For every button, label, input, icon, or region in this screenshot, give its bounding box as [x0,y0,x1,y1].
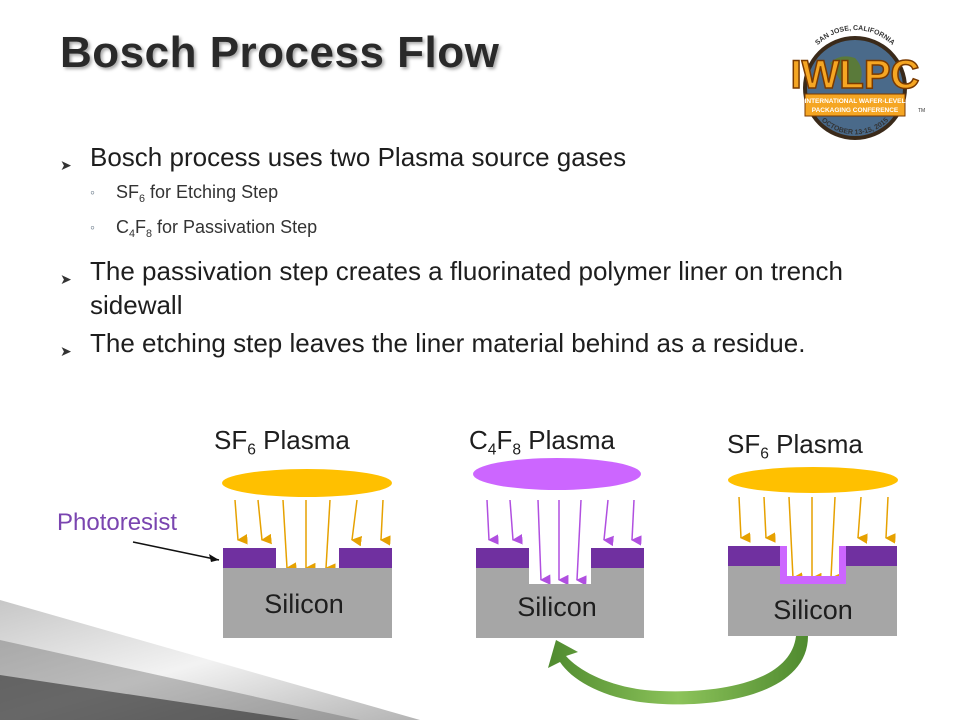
sub-bullet-circle-icon: ◦ [90,218,95,235]
plasma-ellipse [728,467,898,493]
bullet-text: The passivation step creates a fluorinat… [90,255,843,320]
photoresist-right [846,546,897,566]
silicon-label: Silicon [264,589,344,619]
logo-banner-line1: INTERNATIONAL WAFER-LEVEL [805,98,906,105]
decorative-corner-stripes [0,600,420,720]
plasma-ellipse [473,458,641,490]
slide-title: Bosch Process Flow [60,28,500,77]
plasma-label: C4F8 Plasma [469,425,615,459]
sub-bullet-text: for Passivation Step [152,216,318,237]
polymer-liner [780,546,846,584]
bullet-text: The etching step leaves the liner materi… [90,327,806,358]
gas-formula: SF [116,182,140,202]
photoresist-left [476,548,529,568]
photoresist-label: Photoresist [57,509,178,536]
silicon-label: Silicon [517,592,597,622]
ion-arrows [234,499,391,574]
plasma-label: SF6 Plasma [727,429,863,463]
plasma-ellipse [222,469,392,497]
cycle-repeat-arrow [548,636,808,705]
logo-main-text: IWLPC [791,53,920,97]
gas-formula-f: F [135,216,147,237]
gas-subscript-f: 8 [146,227,153,240]
bullet-text: Bosch process uses two Plasma source gas… [90,142,627,172]
sub-bullet-item: ◦ C4F8 for Passivation Step [60,213,880,248]
silicon-substrate [728,566,897,636]
bullet-arrow-icon: ➤ [60,157,72,173]
silicon-label: Silicon [773,595,853,625]
silicon-substrate [223,568,392,638]
logo-banner [804,93,906,117]
logo-tm: TM [918,108,925,114]
photoresist-right [339,548,392,568]
bullet-list: ➤ Bosch process uses two Plasma source g… [60,140,880,364]
stage-2-passivation [473,458,644,638]
bullet-arrow-icon: ➤ [60,270,72,287]
bullet-item: ➤ The passivation step creates a fluorin… [60,254,880,322]
bullet-item: ➤ The etching step leaves the liner mate… [60,326,880,360]
silicon-substrate [476,568,644,638]
photoresist-pointer-arrowhead [209,554,219,562]
sub-bullet-circle-icon: ◦ [90,184,95,200]
ion-arrows [486,499,642,586]
sub-bullet-text: for Etching Step [145,182,279,202]
plasma-label: SF6 Plasma [214,425,350,459]
stage-3-etch [728,467,898,636]
bullet-item: ➤ Bosch process uses two Plasma source g… [60,140,880,174]
iwlpc-logo: SAN JOSE, CALIFORNIA IWLPC INTERNATIONAL… [790,25,925,140]
sub-bullet-item: ◦ SF6 for Etching Step [60,178,880,213]
photoresist-right [591,548,644,568]
ion-arrows [738,496,896,584]
photoresist-pointer-line [132,541,220,561]
gas-subscript-c: 4 [129,227,136,240]
gas-subscript: 6 [139,192,146,205]
logo-banner-line2: PACKAGING CONFERENCE [812,107,899,114]
photoresist-left [223,548,276,568]
bullet-arrow-icon: ➤ [60,342,72,359]
logo-continent [830,56,862,85]
photoresist-left [728,546,780,566]
gas-formula-c: C [116,216,129,237]
stage-1-etch [222,469,392,638]
